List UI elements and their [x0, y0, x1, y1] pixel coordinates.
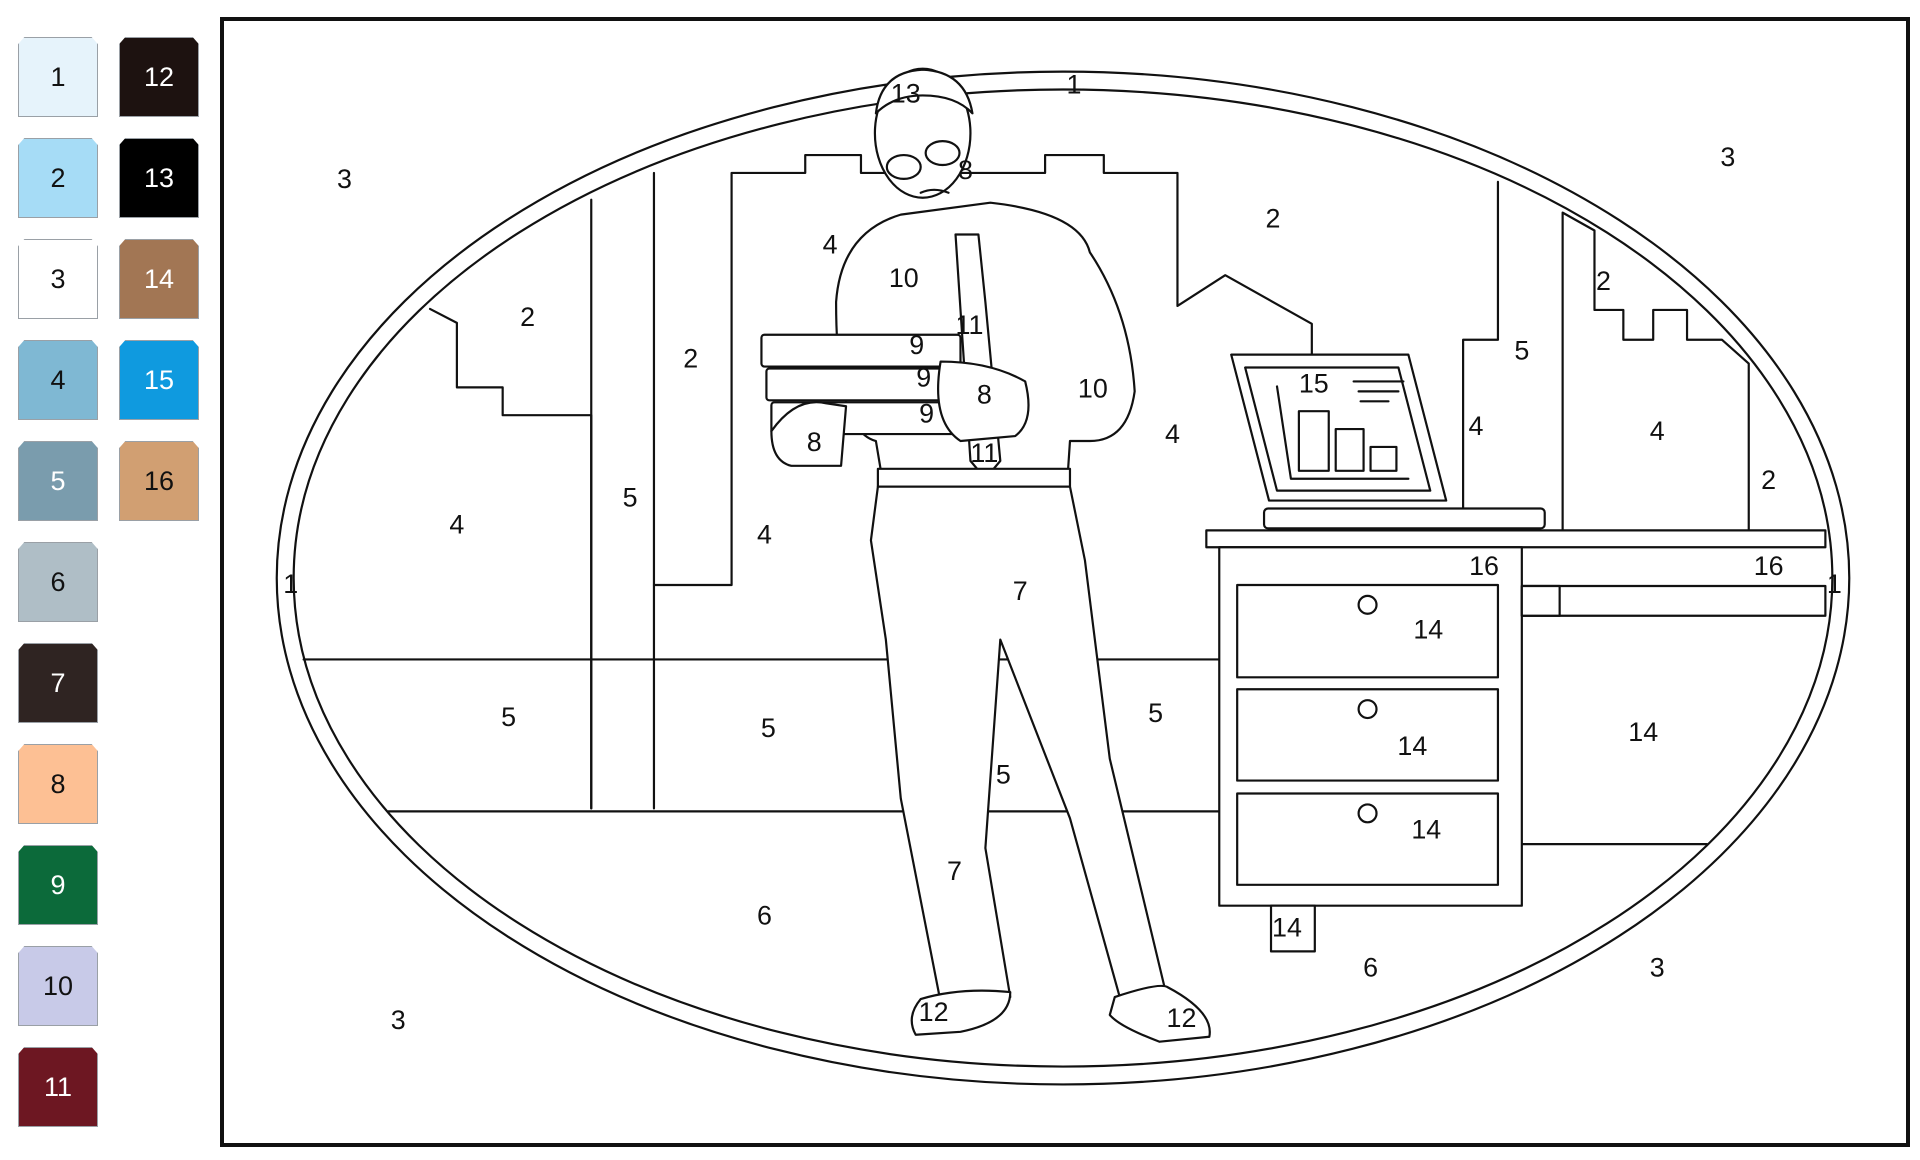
region-number-5: 5	[1514, 336, 1529, 366]
region-number-10: 10	[889, 263, 919, 293]
region-number-4: 4	[449, 510, 464, 540]
region-number-14: 14	[1413, 615, 1443, 645]
glasses-right-lens	[924, 140, 961, 167]
palette-swatch-2[interactable]: 2	[18, 138, 98, 218]
region-number-6: 6	[1363, 952, 1378, 982]
region-number-12: 12	[1167, 1003, 1197, 1033]
palette-swatch-11[interactable]: 11	[18, 1047, 98, 1127]
region-number-7: 7	[1013, 576, 1028, 606]
region-number-3: 3	[1720, 142, 1735, 172]
palette-swatch-6[interactable]: 6	[18, 542, 98, 622]
desk-top[interactable]	[1205, 529, 1827, 549]
screen-bar-3	[1369, 445, 1398, 472]
man-mustache	[919, 188, 950, 194]
palette-swatch-9[interactable]: 9	[18, 845, 98, 925]
region-number-3: 3	[1650, 952, 1665, 982]
region-number-4: 4	[1650, 416, 1665, 446]
palette-swatch-5[interactable]: 5	[18, 441, 98, 521]
region-number-16: 16	[1754, 551, 1784, 581]
region-number-5: 5	[501, 702, 516, 732]
region-number-9: 9	[909, 330, 924, 360]
region-number-8: 8	[958, 155, 973, 185]
palette-swatch-1[interactable]: 1	[18, 37, 98, 117]
region-number-5: 5	[623, 483, 638, 513]
frame-oval-inner[interactable]	[292, 88, 1834, 1068]
drawer-2-knob	[1357, 699, 1378, 720]
region-number-16: 16	[1469, 551, 1499, 581]
region-number-8: 8	[977, 379, 992, 409]
region-number-5: 5	[761, 713, 776, 743]
region-number-4: 4	[1469, 411, 1484, 441]
man-trousers[interactable]	[869, 485, 1166, 1004]
drawer-2[interactable]	[1236, 688, 1500, 782]
drawer-3-knob	[1357, 803, 1378, 824]
man-shoe-left[interactable]	[910, 989, 1012, 1036]
frame-oval-outer[interactable]	[275, 70, 1851, 1086]
region-number-9: 9	[916, 363, 931, 393]
building-right-a[interactable]	[1462, 180, 1500, 510]
region-number-9: 9	[919, 398, 934, 428]
region-number-14: 14	[1397, 731, 1427, 761]
region-number-2: 2	[1596, 266, 1611, 296]
region-number-6: 6	[757, 901, 772, 931]
region-number-4: 4	[757, 519, 772, 549]
palette-swatch-3[interactable]: 3	[18, 239, 98, 319]
palette-swatch-13[interactable]: 13	[119, 138, 199, 218]
region-number-2: 2	[683, 344, 698, 374]
desk-rail-cap[interactable]	[1520, 584, 1561, 617]
region-number-1: 1	[1827, 569, 1842, 599]
region-number-3: 3	[391, 1005, 406, 1035]
palette-swatch-4[interactable]: 4	[18, 340, 98, 420]
region-number-13: 13	[891, 79, 921, 109]
region-number-12: 12	[919, 997, 949, 1027]
screen-chart-axes	[1275, 385, 1410, 480]
palette-swatch-7[interactable]: 7	[18, 643, 98, 723]
region-number-10: 10	[1078, 373, 1108, 403]
region-number-14: 14	[1628, 717, 1658, 747]
region-number-14: 14	[1411, 814, 1441, 844]
building-left[interactable]	[428, 307, 593, 810]
region-number-4: 4	[1165, 419, 1180, 449]
screen-bar-1	[1297, 410, 1330, 472]
drawer-1-knob	[1357, 594, 1378, 615]
laptop-base[interactable]	[1262, 507, 1546, 530]
palette-swatch-10[interactable]: 10	[18, 946, 98, 1026]
building-right-b[interactable]	[1561, 211, 1750, 532]
man-hair[interactable]	[874, 68, 974, 115]
region-number-4: 4	[823, 230, 838, 260]
region-number-5: 5	[996, 760, 1011, 790]
palette-swatch-16[interactable]: 16	[119, 441, 199, 521]
man-shoe-right[interactable]	[1108, 984, 1211, 1043]
screen-bar-2	[1334, 427, 1365, 472]
desk-rail[interactable]	[1520, 584, 1827, 617]
man-hand-right[interactable]	[937, 360, 1030, 443]
building-center[interactable]	[652, 153, 1313, 810]
binder-2[interactable]	[765, 367, 967, 402]
region-number-15: 15	[1299, 369, 1329, 399]
palette-swatch-15[interactable]: 15	[119, 340, 199, 420]
region-number-5: 5	[1148, 698, 1163, 728]
region-number-1: 1	[1066, 70, 1081, 100]
man-hand-left[interactable]	[770, 401, 848, 467]
region-number-14: 14	[1272, 913, 1302, 943]
glasses-left-lens	[885, 153, 922, 180]
palette-swatch-12[interactable]: 12	[119, 37, 199, 117]
region-number-3: 3	[337, 164, 352, 194]
region-number-1: 1	[283, 569, 298, 599]
binder-1[interactable]	[760, 333, 962, 368]
palette-swatch-8[interactable]: 8	[18, 744, 98, 824]
region-number-2: 2	[1266, 204, 1281, 234]
region-number-7: 7	[947, 856, 962, 886]
region-number-8: 8	[807, 427, 822, 457]
region-number-11: 11	[970, 438, 998, 468]
palette-swatch-14[interactable]: 14	[119, 239, 199, 319]
region-number-2: 2	[520, 302, 535, 332]
region-number-11: 11	[956, 310, 984, 340]
desk-leg[interactable]	[1269, 904, 1316, 953]
man-belt[interactable]	[876, 467, 1072, 488]
region-number-2: 2	[1761, 465, 1776, 495]
